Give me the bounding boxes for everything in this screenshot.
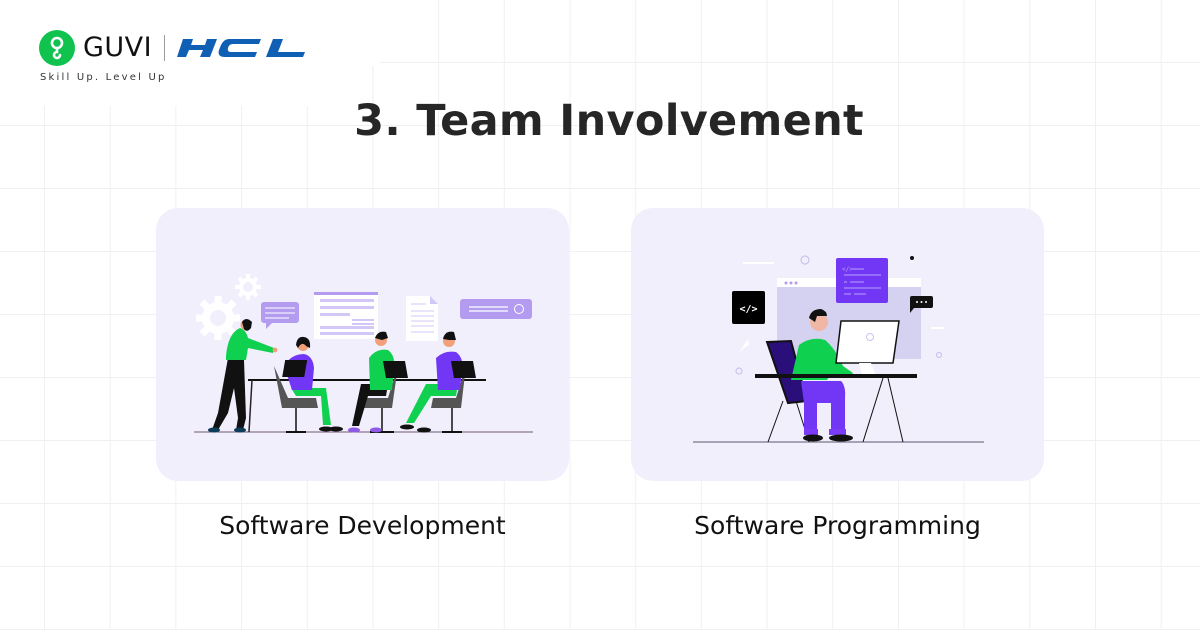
seated-person <box>274 336 343 433</box>
guvi-logo-icon <box>39 30 75 66</box>
hcl-logo-icon <box>177 39 306 57</box>
software-programming-card: </> </> <box>631 208 1044 481</box>
cursor-icon <box>739 339 749 353</box>
svg-text:</>: </> <box>739 304 757 315</box>
team-meeting-illustration <box>194 274 533 433</box>
brand-logo: GUVI <box>39 30 313 66</box>
chat-bubble-icon <box>910 296 933 313</box>
dot-decoration-icon <box>910 256 914 260</box>
circle-decoration-icon <box>800 255 810 265</box>
seated-person <box>400 331 476 433</box>
brand-tagline: Skill Up. Level Up <box>40 72 167 83</box>
code-tag-icon: </> <box>732 291 765 324</box>
code-panel-icon: </> <box>836 258 888 303</box>
seated-person <box>348 331 408 433</box>
card-caption-software-development: Software Development <box>219 511 506 540</box>
card-caption-software-programming: Software Programming <box>694 511 981 540</box>
chat-bubble-icon <box>261 302 299 329</box>
gear-icon <box>235 274 261 300</box>
document-icon <box>406 296 438 341</box>
software-development-card <box>156 208 569 481</box>
list-panel-icon <box>314 292 378 339</box>
timer-message-icon <box>460 299 532 319</box>
guvi-wordmark: GUVI <box>83 32 153 63</box>
standing-presenter <box>208 319 278 433</box>
page-title: 3. Team Involvement <box>354 96 864 146</box>
gear-icon <box>196 296 240 340</box>
brand-divider <box>164 35 166 61</box>
developer-at-desk-illustration: </> </> <box>693 255 984 443</box>
svg-text:</>: </> <box>842 266 853 273</box>
